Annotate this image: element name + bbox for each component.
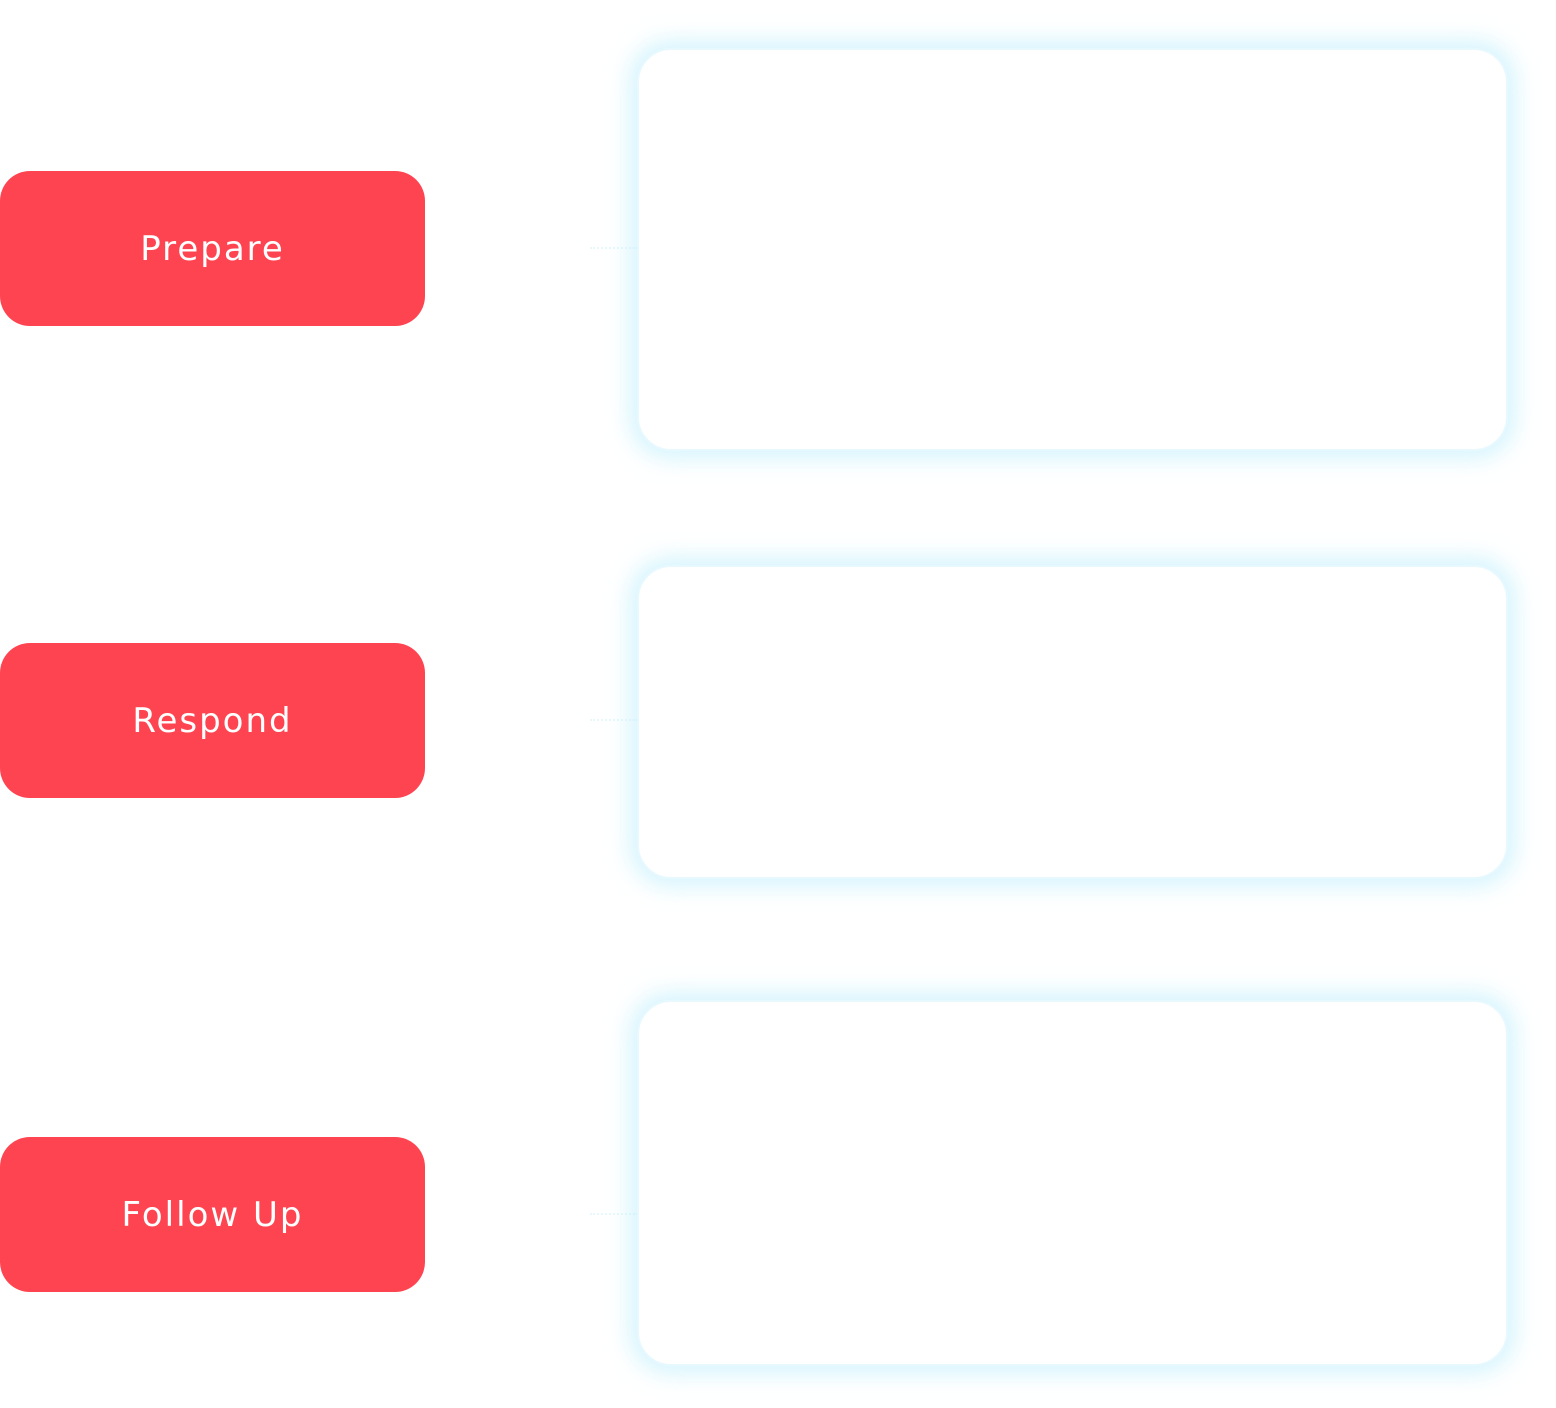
step-label: Respond — [132, 700, 293, 741]
connector-follow-up — [590, 1213, 638, 1215]
detail-card-prepare — [637, 48, 1508, 451]
step-follow-up: Follow Up — [0, 1137, 425, 1292]
connector-respond — [590, 719, 638, 721]
step-prepare: Prepare — [0, 171, 425, 326]
step-label: Prepare — [140, 228, 285, 269]
detail-card-follow-up — [637, 1000, 1508, 1366]
detail-card-respond — [637, 565, 1508, 879]
step-label: Follow Up — [121, 1194, 304, 1235]
connector-prepare — [590, 247, 638, 249]
step-respond: Respond — [0, 643, 425, 798]
